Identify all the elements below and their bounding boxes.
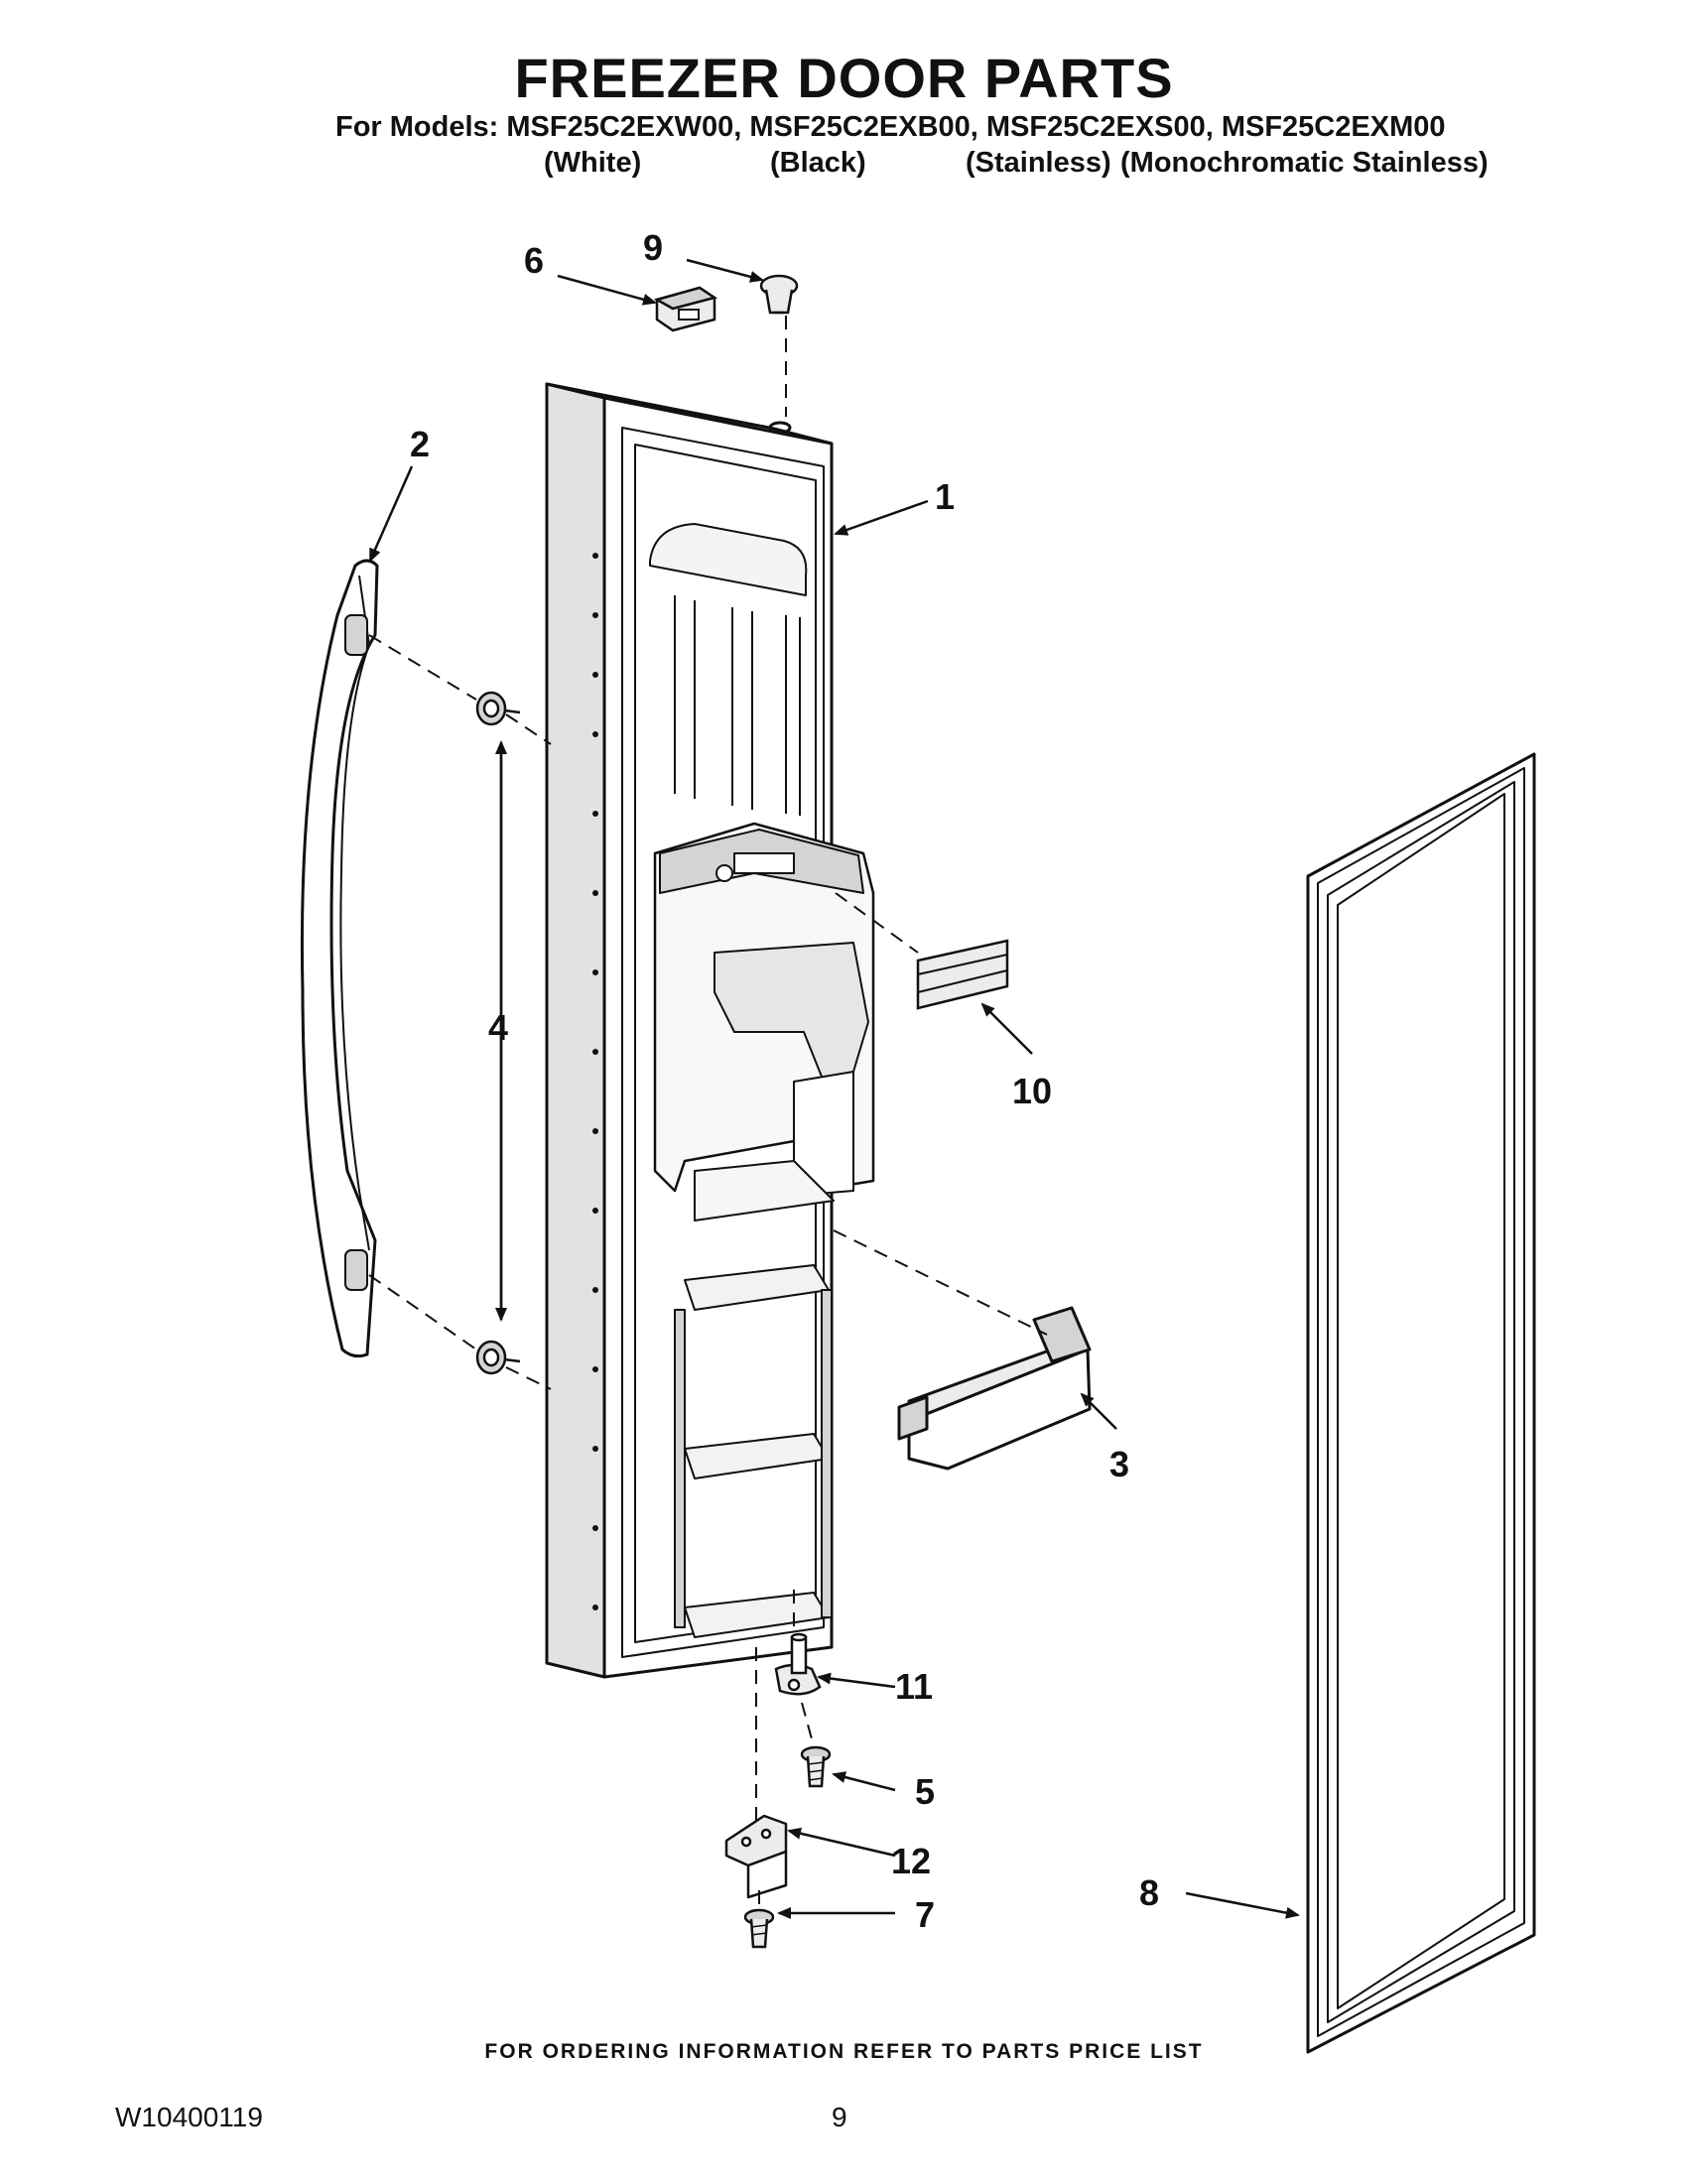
ordering-note: FOR ORDERING INFORMATION REFER TO PARTS … xyxy=(484,2040,1204,2063)
freezer-door xyxy=(545,382,875,1679)
document-number: W10400119 xyxy=(115,2102,263,2132)
callout-12: 12 xyxy=(891,1841,931,1881)
freezer-door-bin xyxy=(897,1306,1092,1471)
callout-10: 10 xyxy=(1012,1071,1052,1111)
callout-6: 6 xyxy=(524,240,544,281)
hinge-bracket-screw xyxy=(743,1908,775,1949)
page-title: FREEZER DOOR PARTS xyxy=(514,47,1174,109)
hinge-hole-plug xyxy=(759,274,799,315)
callout-8: 8 xyxy=(1139,1872,1159,1913)
models-line: For Models: MSF25C2EXW00, MSF25C2EXB00, … xyxy=(335,111,1446,143)
hinge-cover-clip xyxy=(653,286,718,332)
finish-monochromatic-stainless: (Monochromatic Stainless) xyxy=(1120,147,1489,179)
callout-3: 3 xyxy=(1109,1444,1129,1484)
page-number: 9 xyxy=(832,2102,847,2132)
assembly-lines xyxy=(368,316,1048,1910)
dispenser-trim-strip xyxy=(916,939,1009,1010)
handle-mounting-stud-upper xyxy=(475,691,521,726)
callout-2: 2 xyxy=(410,424,430,464)
callout-9: 9 xyxy=(643,227,663,268)
finish-white: (White) xyxy=(544,147,642,179)
callout-1: 1 xyxy=(935,476,955,517)
callout-4: 4 xyxy=(488,1007,508,1048)
lower-hinge-bracket xyxy=(724,1814,788,1899)
callout-5: 5 xyxy=(915,1771,935,1812)
callout-7: 7 xyxy=(915,1894,935,1935)
finish-stainless: (Stainless) xyxy=(966,147,1111,179)
leader-lines xyxy=(368,258,1300,1919)
finish-black: (Black) xyxy=(770,147,866,179)
hinge-screw xyxy=(800,1745,832,1788)
door-handle xyxy=(300,559,379,1358)
handle-mounting-stud-lower xyxy=(475,1340,521,1375)
lower-hinge-pin xyxy=(774,1632,822,1696)
callout-11: 11 xyxy=(895,1666,933,1707)
door-gasket xyxy=(1306,752,1536,2054)
